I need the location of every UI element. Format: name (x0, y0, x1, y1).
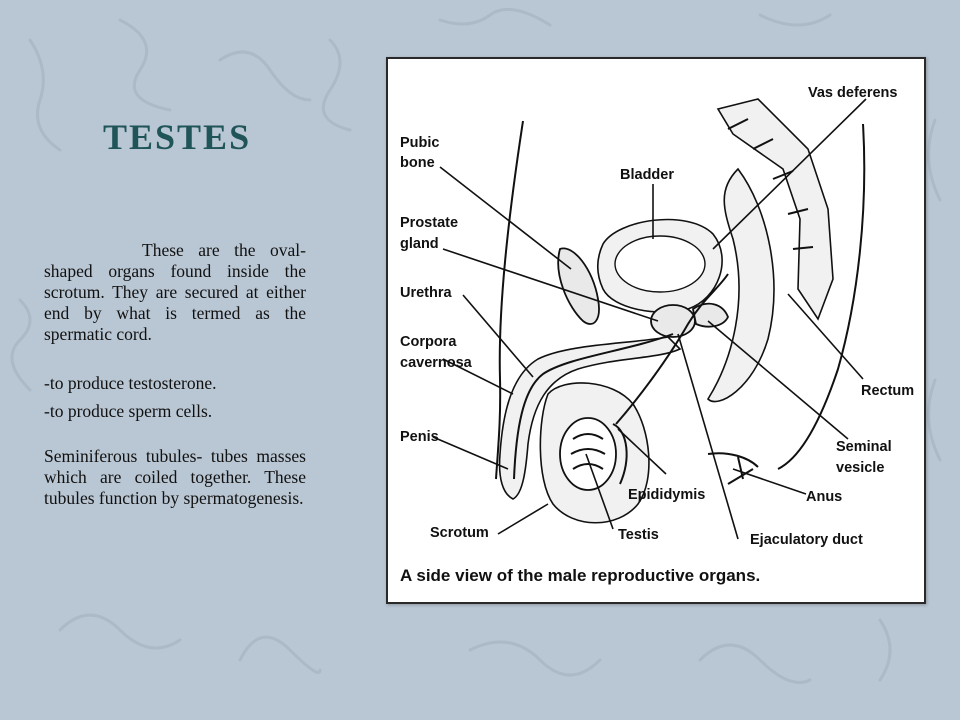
penis-shape (498, 336, 682, 500)
body-text: These are the oval-shaped organs found i… (44, 240, 306, 509)
function-sperm: -to produce sperm cells. (44, 401, 213, 421)
diagram-caption: A side view of the male reproductive org… (400, 566, 760, 585)
label-rectum: Rectum (861, 383, 914, 399)
epididymis-shape (612, 423, 628, 485)
slide-title: TESTES (103, 117, 252, 157)
label-pubic-bone-line2: bone (400, 155, 435, 171)
anatomy-drawing: Vas deferens Pubic bone Bladder Prostate… (400, 85, 914, 585)
label-scrotum: Scrotum (430, 525, 489, 541)
label-pubic-bone-line1: Pubic (400, 135, 439, 151)
seminal-vesicle-shape (691, 302, 729, 328)
anus-shape (707, 452, 759, 485)
urethra-line (513, 333, 674, 480)
bladder-cavity (614, 235, 706, 293)
label-testis: Testis (618, 527, 659, 543)
label-prostate-line1: Prostate (400, 215, 458, 231)
label-anus: Anus (806, 489, 842, 505)
vertebrae-marks (727, 118, 814, 250)
label-pointers (432, 98, 867, 540)
label-seminal-line2: vesicle (836, 460, 884, 476)
reproductive-diagram: Vas deferens Pubic bone Bladder Prostate… (386, 57, 926, 604)
function-testosterone: -to produce testosterone. (44, 373, 217, 393)
label-prostate-line2: gland (400, 236, 439, 252)
body-outline (495, 120, 524, 480)
label-ejaculatory-duct: Ejaculatory duct (750, 532, 863, 548)
sacrum (716, 98, 834, 321)
vas-deferens-tube (615, 273, 729, 425)
seminiferous-tubules-paragraph: Seminiferous tubules- tubes masses which… (44, 446, 306, 508)
label-penis: Penis (400, 429, 439, 445)
description-paragraph: These are the oval-shaped organs found i… (44, 240, 306, 344)
label-seminal-line1: Seminal (836, 439, 892, 455)
label-vas-deferens: Vas deferens (808, 85, 897, 101)
label-urethra: Urethra (400, 285, 453, 301)
testis-coils (570, 433, 606, 470)
label-epididymis: Epididymis (628, 487, 705, 503)
testis-shape (559, 417, 617, 491)
label-corpora-line2: cavernosa (400, 355, 473, 371)
label-corpora-line1: Corpora (400, 334, 457, 350)
pubic-bone-shape (557, 247, 600, 325)
label-bladder: Bladder (620, 167, 674, 183)
